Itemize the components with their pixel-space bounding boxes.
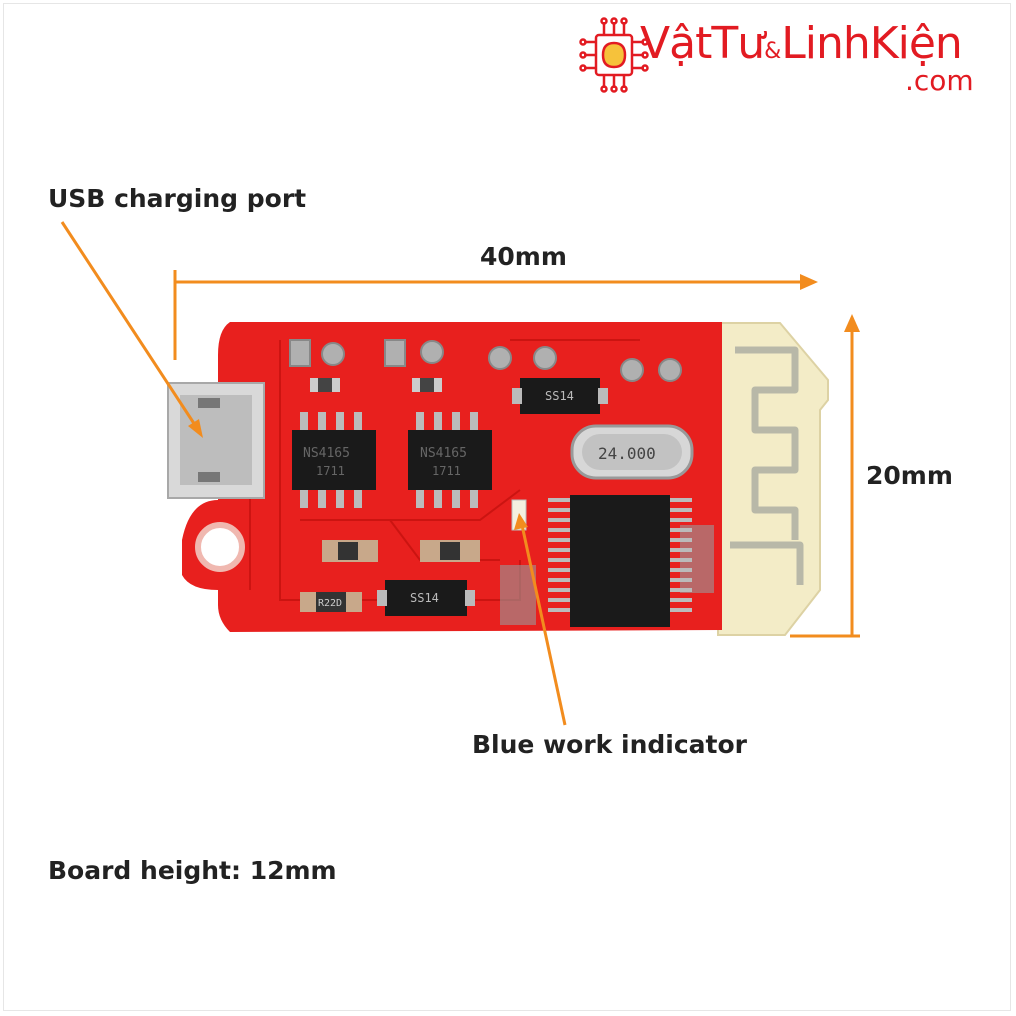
usb-port-label: USB charging port <box>48 184 307 213</box>
usb-port <box>167 382 265 499</box>
amp2-marking: NS4165 <box>420 446 467 461</box>
antenna-section <box>717 322 829 636</box>
brand-domain: .com <box>905 64 974 97</box>
brand-logo: VậtTư&LinhKiện .com <box>640 18 974 97</box>
smd-components <box>310 378 714 625</box>
board-height-label: Board height: 12mm <box>48 856 337 885</box>
amplifier-chip-2 <box>408 412 492 508</box>
brain-chip-icon <box>579 17 649 93</box>
amplifier-chip-1 <box>292 412 376 508</box>
resistor-r22d <box>300 592 362 612</box>
amp2-code: 1711 <box>432 464 461 478</box>
crystal-marking: 24.000 <box>598 444 656 463</box>
crystal-oscillator <box>570 424 694 480</box>
brand-ampersand: & <box>764 39 782 64</box>
height-label: 20mm <box>866 461 953 490</box>
brand-name-part2: LinhKiện <box>781 18 963 69</box>
diode-bottom-marking: SS14 <box>410 591 439 605</box>
diode-top-marking: SS14 <box>545 389 574 403</box>
amp1-marking: NS4165 <box>303 446 350 461</box>
annotation-lines <box>60 221 860 726</box>
width-label: 40mm <box>480 242 567 271</box>
solder-pads <box>289 339 682 382</box>
resistor-marking: R22D <box>318 598 342 609</box>
brand-name-part1: VậtTư <box>640 18 765 69</box>
mounting-hole <box>195 522 245 572</box>
diode-bottom <box>377 580 475 616</box>
bluetooth-chip <box>548 495 692 627</box>
image-frame <box>3 3 1011 1011</box>
amp1-code: 1711 <box>316 464 345 478</box>
diode-top <box>512 378 608 414</box>
indicator-label: Blue work indicator <box>472 730 747 759</box>
